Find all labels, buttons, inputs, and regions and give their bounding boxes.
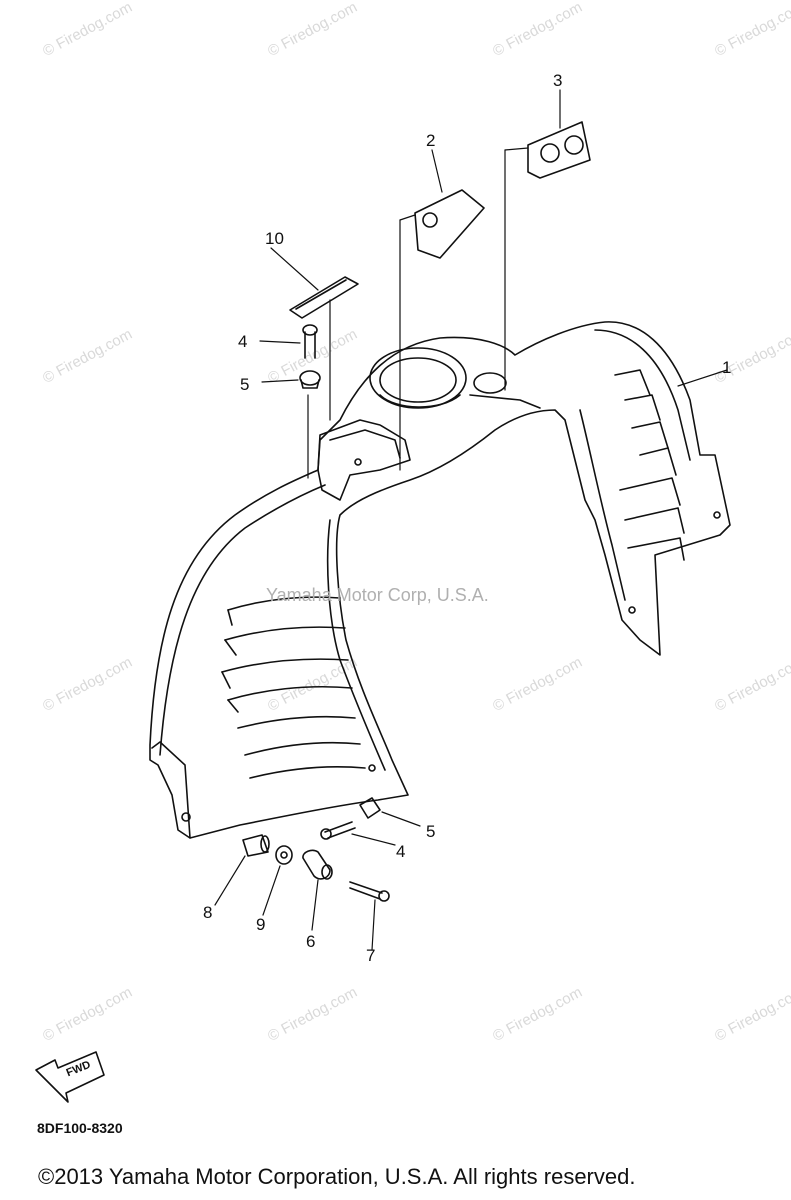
grommet-part-5-lower bbox=[359, 797, 381, 819]
callout-8: 8 bbox=[203, 903, 213, 922]
plate-part-3 bbox=[527, 121, 591, 179]
diagram-code: 8DF100-8320 bbox=[37, 1120, 123, 1136]
copyright-notice: ©2013 Yamaha Motor Corporation, U.S.A. A… bbox=[38, 1164, 636, 1189]
callout-2: 2 bbox=[426, 131, 436, 150]
fwd-arrow-icon bbox=[35, 1051, 105, 1103]
callout-5-lower: 5 bbox=[426, 822, 436, 841]
center-watermark: Yamaha Motor Corp, U.S.A. bbox=[266, 585, 489, 605]
callout-6: 6 bbox=[306, 932, 316, 951]
callout-4-lower: 4 bbox=[396, 842, 406, 861]
callout-7: 7 bbox=[366, 946, 376, 965]
grommet-part-5-upper bbox=[299, 370, 321, 389]
callout-1: 1 bbox=[722, 358, 732, 377]
bolt-part-4-upper bbox=[302, 324, 318, 359]
strip-part-10 bbox=[289, 276, 359, 319]
damper-part-6 bbox=[302, 849, 333, 880]
leader-lines bbox=[214, 89, 728, 951]
callout-3: 3 bbox=[553, 71, 563, 90]
cover-part-1 bbox=[149, 321, 731, 839]
callout-4-upper: 4 bbox=[238, 332, 248, 351]
bracket-part-2 bbox=[414, 189, 485, 259]
washer-part-9 bbox=[275, 845, 293, 865]
collar-part-8 bbox=[242, 834, 270, 857]
callout-9: 9 bbox=[256, 915, 266, 934]
bolt-part-4-lower bbox=[320, 821, 356, 840]
callout-10: 10 bbox=[265, 229, 284, 248]
screw-part-7 bbox=[349, 881, 390, 902]
callout-5-upper: 5 bbox=[240, 375, 250, 394]
